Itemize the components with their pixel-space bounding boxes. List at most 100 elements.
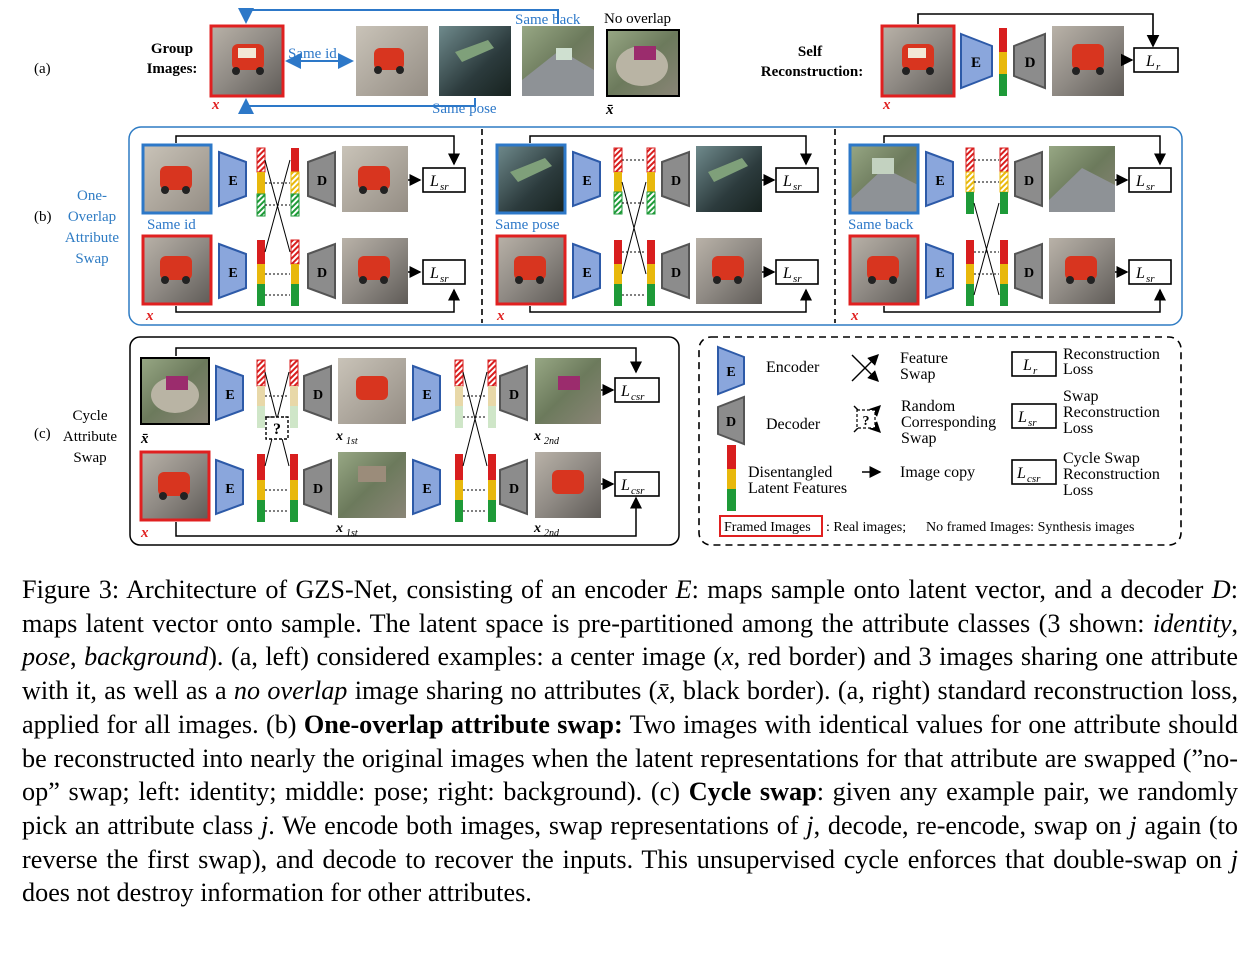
svg-text:sr: sr	[440, 273, 449, 285]
svg-text:D: D	[1025, 55, 1036, 71]
svg-text:L: L	[782, 173, 792, 190]
svg-text:1st: 1st	[346, 436, 358, 447]
group-images-label-1: Group	[151, 41, 193, 57]
image-no-overlap-a	[606, 29, 680, 97]
svg-text:x: x	[533, 521, 541, 536]
same-back-label-a: Same back	[515, 12, 581, 28]
image-x-a	[209, 24, 285, 98]
b-block-same-id: Same id E D L sr x E D	[141, 135, 466, 324]
svg-text:L: L	[429, 265, 439, 282]
svg-text:D: D	[509, 388, 519, 403]
legend-decoder: Decoder	[766, 416, 821, 433]
svg-text:L: L	[1017, 409, 1027, 426]
svg-text:D: D	[1024, 266, 1034, 281]
legend-no-framed: No framed Images: Synthesis images	[926, 520, 1134, 535]
legend-recon-loss-1: Reconstruction	[1063, 346, 1160, 363]
svg-text:x: x	[335, 429, 343, 444]
self-recon-label-1: Self	[798, 44, 823, 60]
svg-text:x: x	[850, 308, 859, 324]
latent-self	[999, 28, 1007, 96]
legend-swap-recon-3: Loss	[1063, 420, 1093, 437]
legend-random-swap-1: Random	[901, 398, 956, 415]
svg-text:2nd: 2nd	[544, 436, 560, 447]
svg-text:D: D	[509, 482, 519, 497]
b-block-same-pose: Same pose E D L sr x E D	[495, 135, 819, 324]
legend: E Encoder D Decoder Disentangled Latent …	[698, 336, 1182, 546]
legend-random-swap-2: Corresponding	[901, 414, 996, 431]
svg-text:x: x	[140, 525, 149, 541]
svg-text:D: D	[1024, 174, 1034, 189]
decoder-self: D	[1013, 32, 1046, 90]
legend-random-swap-3: Swap	[901, 430, 937, 447]
b-same-pose-label: Same pose	[495, 217, 560, 233]
svg-text:L: L	[429, 173, 439, 190]
legend-recon-loss-2: Loss	[1063, 361, 1093, 378]
panel-c-title-3: Swap	[73, 450, 106, 466]
same-back-connector	[238, 8, 559, 24]
x-label-self: x	[882, 97, 891, 113]
svg-text:sr: sr	[1028, 417, 1037, 429]
x-label-a: x	[211, 97, 220, 113]
legend-framed-images: Framed Images	[724, 520, 811, 535]
svg-text:L: L	[1135, 265, 1145, 282]
svg-text:D: D	[317, 174, 327, 189]
image-recon-self	[1052, 26, 1124, 96]
legend-image-copy: Image copy	[900, 464, 975, 481]
image-x-self-recon	[880, 24, 956, 98]
panel-a: (a) Group Images: x	[34, 8, 1179, 118]
b-same-back-label: Same back	[848, 217, 914, 233]
svg-text:x: x	[335, 521, 343, 536]
encoder-self: E	[960, 32, 993, 90]
svg-text:L: L	[782, 265, 792, 282]
svg-text:sr: sr	[1146, 273, 1155, 285]
architecture-figure: (a) Group Images: x	[34, 8, 1183, 546]
encoder-legend-icon	[717, 345, 745, 396]
svg-text:r: r	[1033, 365, 1038, 377]
panel-b-title-1: One-	[77, 188, 107, 204]
group-images-label-2: Images:	[147, 61, 198, 77]
svg-text:csr: csr	[1027, 473, 1041, 485]
legend-real-images: : Real images;	[826, 520, 906, 535]
svg-text:csr: csr	[631, 391, 645, 403]
framed-images-legend	[719, 515, 823, 537]
legend-swap-recon-1: Swap	[1063, 388, 1099, 405]
svg-text:sr: sr	[793, 181, 802, 193]
svg-text:E: E	[228, 266, 237, 281]
caption-paragraph: Figure 3: Architecture of GZS-Net, consi…	[22, 575, 1239, 908]
svg-text:D: D	[313, 482, 323, 497]
legend-swap-recon-2: Reconstruction	[1063, 404, 1160, 421]
legend-encoder: Encoder	[766, 359, 820, 376]
panel-b-title-3: Attribute	[65, 230, 119, 246]
svg-text:sr: sr	[793, 273, 802, 285]
svg-text:sr: sr	[440, 181, 449, 193]
svg-text:x̄: x̄	[140, 431, 149, 447]
image-same-back-a	[522, 26, 594, 96]
legend-disentangled-2: Latent Features	[748, 480, 847, 497]
svg-text:L: L	[1135, 173, 1145, 190]
panel-c: (c) Cycle Attribute Swap x̄ E D x 1st E …	[34, 336, 680, 546]
svg-text:L: L	[620, 477, 630, 494]
panel-b-title-2: Overlap	[68, 209, 116, 225]
svg-text:E: E	[422, 388, 431, 403]
svg-text:E: E	[228, 174, 237, 189]
svg-text:E: E	[935, 266, 944, 281]
legend-feature-swap-1: Feature	[900, 350, 948, 367]
same-pose-connector	[238, 98, 476, 114]
svg-text:x: x	[533, 429, 541, 444]
image-same-pose-a	[439, 26, 511, 96]
xbar-label-a: x̄	[605, 102, 614, 118]
svg-text:E: E	[582, 266, 591, 281]
panel-c-marker: (c)	[34, 426, 51, 442]
same-id-label-a: Same id	[288, 46, 337, 62]
svg-text:r: r	[1156, 61, 1161, 73]
legend-cycle-recon-2: Reconstruction	[1063, 466, 1160, 483]
svg-text:E: E	[582, 174, 591, 189]
svg-text:D: D	[671, 266, 681, 281]
svg-text:E: E	[726, 365, 735, 380]
svg-text:E: E	[935, 174, 944, 189]
latent-legend-icon	[727, 445, 736, 511]
svg-text:x: x	[145, 308, 154, 324]
svg-text:L: L	[620, 383, 630, 400]
svg-text:?: ?	[863, 414, 870, 429]
svg-text:x: x	[496, 308, 505, 324]
